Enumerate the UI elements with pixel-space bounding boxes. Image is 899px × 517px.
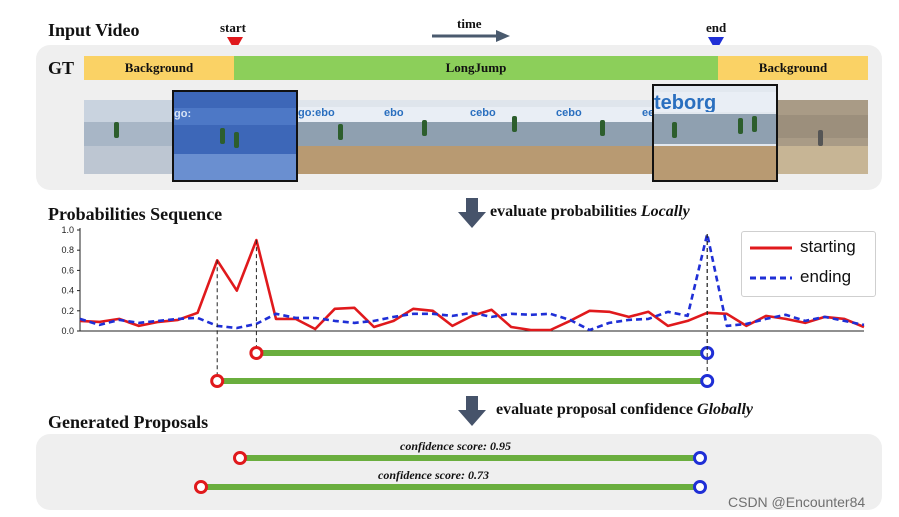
y-tick-label: 0.6	[61, 265, 74, 275]
y-tick-label: 0.2	[61, 306, 74, 316]
end-label: end	[706, 20, 727, 35]
gt-segment-background-after: Background	[718, 56, 868, 80]
proposal-start-node	[194, 480, 208, 494]
video-frame	[84, 100, 172, 174]
proposal-bar	[233, 451, 707, 465]
y-tick-label: 0.8	[61, 245, 74, 255]
chart-legend: starting ending	[741, 231, 876, 297]
series-line-ending	[79, 232, 865, 332]
proposal-end-node	[693, 451, 707, 465]
time-arrow-icon	[432, 30, 510, 42]
series-line-starting	[79, 238, 865, 332]
start-label: start	[220, 20, 246, 35]
proposal-score-label: confidence score: 0.73	[378, 468, 489, 482]
chart-axes: 0.0 0.2 0.4 0.6 0.8 1.0	[61, 225, 864, 336]
proposal-end-node	[693, 480, 707, 494]
generated-proposals-heading: Generated Proposals	[48, 412, 209, 432]
input-video-heading: Input Video	[48, 20, 140, 40]
down-arrow-icon	[458, 198, 486, 228]
legend-ending-label: ending	[800, 267, 852, 286]
y-tick-label: 0.4	[61, 286, 74, 296]
gt-label: GT	[48, 58, 75, 78]
watermark: CSDN @Encounter84	[728, 494, 866, 510]
time-label: time	[457, 16, 482, 31]
candidate-end-node	[700, 374, 715, 388]
video-frame-start: go:	[172, 90, 298, 182]
proposal-links	[210, 234, 715, 388]
y-tick-label: 0.0	[61, 326, 74, 336]
video-frame	[778, 100, 868, 174]
global-eval-note: evaluate proposal confidence Globally	[496, 401, 754, 418]
video-frame: go:ebo	[298, 100, 384, 174]
video-frame: cebo	[556, 100, 642, 174]
legend-starting-label: starting	[800, 237, 856, 256]
ground-truth-bar: Background LongJump Background	[84, 56, 868, 80]
proposals-panel	[36, 434, 882, 510]
chart-series	[79, 232, 865, 332]
video-frame-end: teborg	[652, 84, 778, 182]
local-eval-note: evaluate probabilities Locally	[490, 203, 690, 220]
video-frame: ebo	[384, 100, 470, 174]
legend-starting-swatch	[750, 246, 792, 250]
video-frames-strip: go: go:ebo ebo cebo cebo eebo teborg	[84, 84, 868, 182]
video-frame: cebo	[470, 100, 556, 174]
proposal-score-label: confidence score: 0.95	[400, 439, 511, 453]
gt-segment-background-before: Background	[84, 56, 234, 80]
y-tick-label: 1.0	[61, 225, 74, 235]
candidate-start-node	[249, 346, 264, 360]
candidate-start-node	[210, 374, 225, 388]
legend-ending-swatch	[750, 276, 792, 280]
proposal-bar	[194, 480, 707, 494]
down-arrow-icon	[458, 396, 486, 426]
gt-segment-longjump: LongJump	[234, 56, 718, 80]
proposal-start-node	[233, 451, 247, 465]
probabilities-heading: Probabilities Sequence	[48, 204, 223, 224]
